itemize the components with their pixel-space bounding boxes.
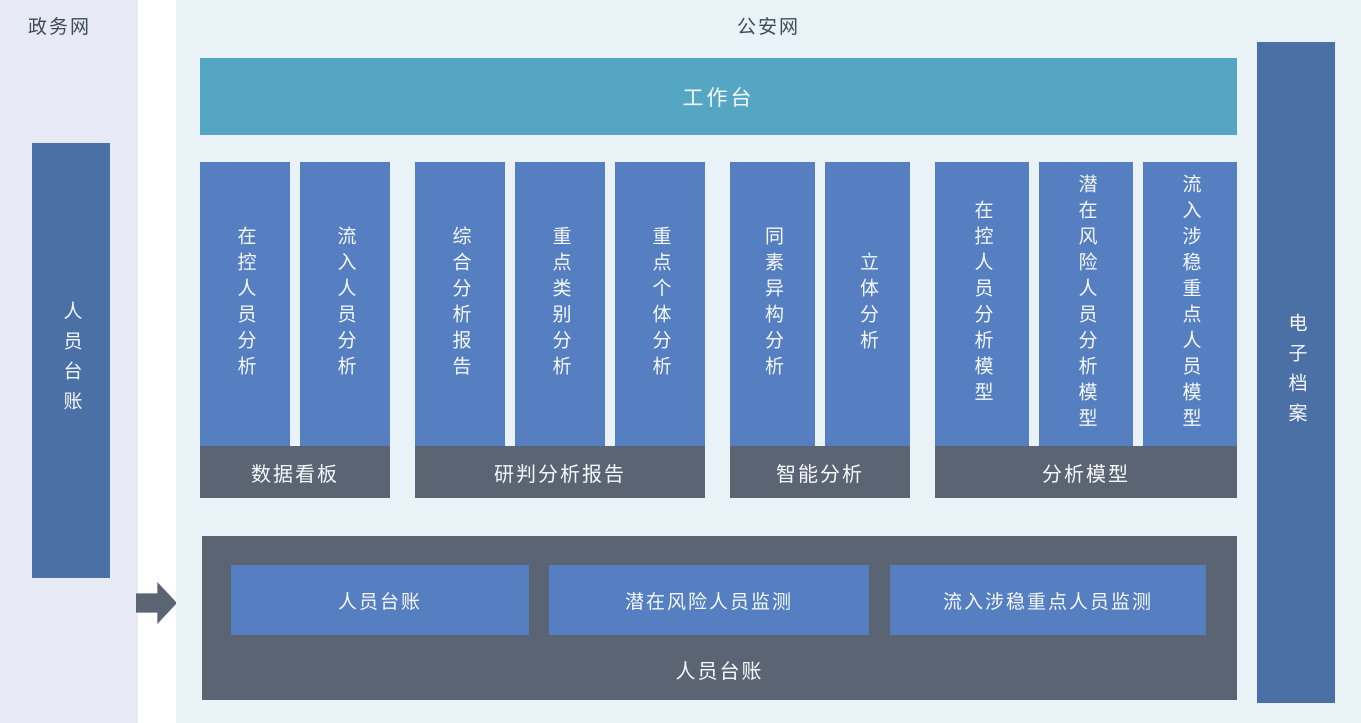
right-arrow-icon [136,582,177,624]
group-label: 研判分析报告 [415,446,705,498]
module-column-label: 在控人员分析模型 [971,200,993,408]
public-security-network-panel: 公安网 工作台 在控人员分析 流入人员分析 数据看板 综 [176,0,1361,723]
personnel-ledger-panel-label: 人员台账 [675,661,764,683]
personnel-ledger-source-label: 人员台账 [60,300,82,421]
module-column-label: 重点个体分析 [649,226,671,382]
group-data-dashboard: 在控人员分析 流入人员分析 数据看板 [200,162,390,498]
module-column: 在控人员分析 [200,162,290,446]
module-column: 重点个体分析 [615,162,705,446]
government-network-panel: 政务网 人员台账 [0,0,138,723]
module-column: 流入涉稳重点人员模型 [1143,162,1237,446]
group-label: 智能分析 [730,446,910,498]
government-network-title: 政务网 [28,17,92,38]
module-groups: 在控人员分析 流入人员分析 数据看板 综合分析报告 重点类别分析 [200,162,1237,498]
module-column: 流入人员分析 [300,162,390,446]
module-column-label: 潜在风险人员分析模型 [1075,174,1097,434]
module-column: 立体分析 [825,162,910,446]
group-label: 数据看板 [200,446,390,498]
module-column: 综合分析报告 [415,162,505,446]
module-column-label: 在控人员分析 [234,226,256,382]
group-analysis-models: 在控人员分析模型 潜在风险人员分析模型 流入涉稳重点人员模型 分析模型 [935,162,1237,498]
public-security-network-title: 公安网 [736,17,800,38]
workbench-label: 工作台 [682,86,755,110]
module-column-label: 重点类别分析 [549,226,571,382]
potential-risk-monitoring-module: 潜在风险人员监测 [549,565,869,635]
module-column: 同素异构分析 [730,162,815,446]
electronic-archive-bar: 电子档案 [1257,42,1335,703]
group-label: 分析模型 [935,446,1237,498]
module-column: 在控人员分析模型 [935,162,1029,446]
group-columns: 在控人员分析 流入人员分析 [200,162,390,446]
group-columns: 综合分析报告 重点类别分析 重点个体分析 [415,162,705,446]
module-column-label: 同素异构分析 [762,226,783,382]
personnel-ledger-source-bar: 人员台账 [32,143,110,578]
personnel-ledger-module: 人员台账 [231,565,529,635]
inflow-key-person-monitoring-module: 流入涉稳重点人员监测 [890,565,1206,635]
group-columns: 同素异构分析 立体分析 [730,162,910,446]
electronic-archive-label: 电子档案 [1285,312,1307,433]
module-column-label: 流入涉稳重点人员模型 [1179,174,1201,434]
module-column: 潜在风险人员分析模型 [1039,162,1133,446]
module-column-label: 综合分析报告 [449,226,471,382]
group-analysis-report: 综合分析报告 重点类别分析 重点个体分析 研判分析报告 [415,162,705,498]
module-column: 重点类别分析 [515,162,605,446]
group-intelligent-analysis: 同素异构分析 立体分析 智能分析 [730,162,910,498]
workbench-bar: 工作台 [200,58,1237,135]
module-column-label: 流入人员分析 [334,226,356,382]
module-column-label: 立体分析 [857,252,878,356]
group-columns: 在控人员分析模型 潜在风险人员分析模型 流入涉稳重点人员模型 [935,162,1237,446]
personnel-ledger-panel: 人员台账 潜在风险人员监测 流入涉稳重点人员监测 人员台账 [202,536,1237,700]
